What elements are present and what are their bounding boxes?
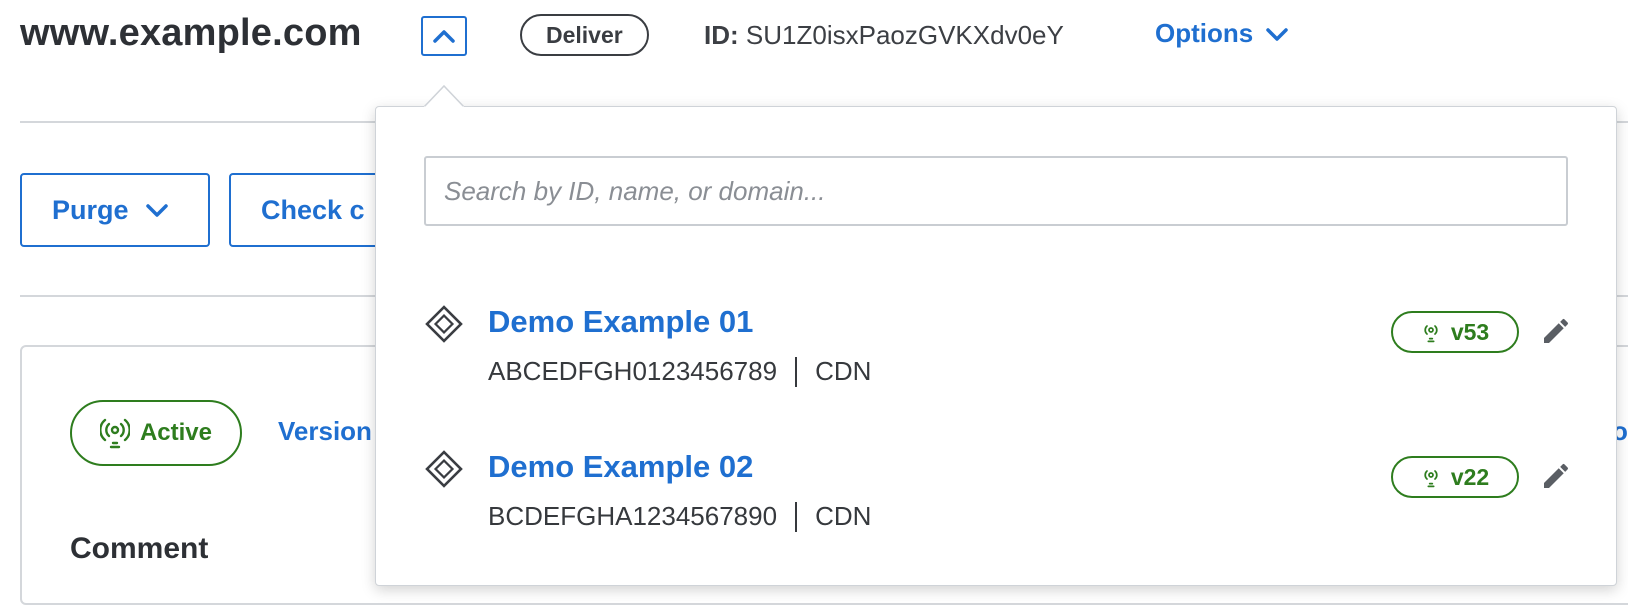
- version-link[interactable]: Version: [278, 416, 372, 446]
- service-item-id: BCDEFGHA1234567890: [488, 501, 778, 531]
- service-id-value: SU1Z0isxPaozGVKXdv0eY: [745, 20, 1064, 50]
- service-item-meta: ABCEDFGH0123456789 CDN: [488, 356, 871, 387]
- separator: [795, 356, 798, 387]
- check-button[interactable]: Check c: [229, 173, 389, 247]
- service-item-type: CDN: [815, 356, 872, 386]
- service-item-name[interactable]: Demo Example 02: [488, 449, 754, 484]
- service-item-type: CDN: [815, 501, 872, 531]
- check-label: Check c: [261, 194, 365, 225]
- service-item-meta: BCDEFGHA1234567890 CDN: [488, 501, 871, 532]
- service-item-name[interactable]: Demo Example 01: [488, 304, 754, 339]
- broadcast-icon: [99, 418, 130, 449]
- version-label: v53: [1450, 318, 1490, 345]
- options-menu-button[interactable]: Options: [1155, 18, 1289, 49]
- purge-label: Purge: [52, 194, 129, 225]
- chevron-up-icon: [433, 30, 455, 43]
- service-id: ID: SU1Z0isxPaozGVKXdv0eY: [704, 20, 1064, 51]
- options-label: Options: [1155, 18, 1254, 48]
- comment-heading: Comment: [70, 532, 209, 565]
- pencil-icon[interactable]: [1540, 460, 1572, 492]
- service-diamond-icon: [425, 305, 463, 343]
- dropdown-caret: [424, 84, 464, 108]
- service-diamond-icon: [425, 450, 463, 488]
- pencil-icon[interactable]: [1540, 315, 1572, 347]
- product-badge: Deliver: [520, 14, 649, 56]
- collapse-toggle-button[interactable]: [421, 16, 467, 56]
- service-search-input[interactable]: [424, 156, 1568, 226]
- separator: [795, 501, 798, 532]
- chevron-down-icon: [1266, 27, 1288, 41]
- chevron-down-icon: [145, 204, 168, 217]
- active-status-badge: Active: [70, 400, 242, 466]
- page-title: www.example.com: [20, 12, 362, 54]
- broadcast-icon: [1424, 325, 1438, 343]
- broadcast-icon: [1424, 470, 1438, 488]
- active-label: Active: [139, 419, 213, 446]
- version-label: v22: [1450, 463, 1490, 490]
- service-id-label: ID:: [704, 20, 739, 50]
- purge-button[interactable]: Purge: [20, 173, 210, 247]
- version-badge: v22: [1391, 456, 1519, 498]
- service-item-id: ABCEDFGH0123456789: [488, 356, 778, 386]
- version-badge: v53: [1391, 311, 1519, 353]
